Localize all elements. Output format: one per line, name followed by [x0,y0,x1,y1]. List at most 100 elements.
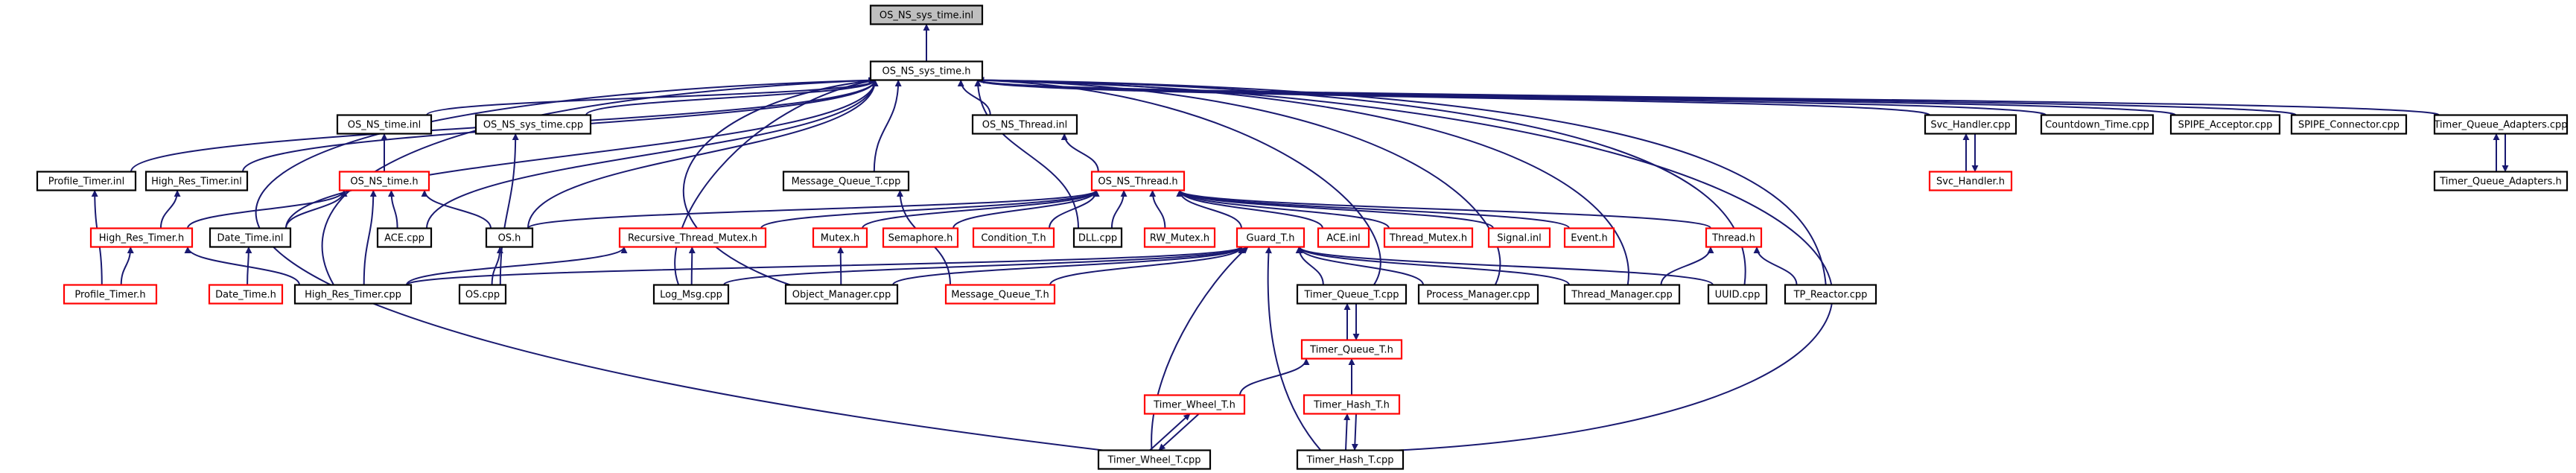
edge-message_queue_t_h-to-guard_t_h [1049,247,1245,285]
node-os-ns-time-h[interactable]: OS_NS_time.h [338,171,430,191]
node-box [458,284,507,305]
node-tp-reactor-cpp[interactable]: TP_Reactor.cpp [1784,284,1877,305]
edge-log_msg_cpp-to-guard_t_h [723,246,1245,286]
edge-os_cpp-to-os_ns_sys_time_cpp [499,133,519,285]
node-signal-inl[interactable]: Signal.inl [1487,227,1551,248]
edge-timer_hash_t_cpp-to-os_ns_sys_time_h [977,77,1834,451]
node-box [1097,449,1212,470]
node-box [2433,114,2569,135]
node-label: Timer_Wheel_T.cpp [1107,455,1200,466]
node-profile-timer-h[interactable]: Profile_Timer.h [63,284,158,305]
node-os-ns-thread-inl[interactable]: OS_NS_Thread.inl [971,114,1078,135]
node-box [1417,284,1539,305]
node-svc-handler-h[interactable]: Svc_Handler.h [1928,171,2013,191]
node-label: OS.cpp [465,290,500,301]
node-box [972,227,1055,248]
node-label: High_Res_Timer.cpp [305,290,401,301]
node-log-msg-cpp[interactable]: Log_Msg.cpp [652,284,730,305]
node-dll-cpp[interactable]: DLL.cpp [1072,227,1123,248]
edge-profile_timer_h-to-high_res_timer_h [120,247,134,285]
node-label: Semaphore.h [888,233,953,244]
node-message-queue-t-cpp[interactable]: Message_Queue_T.cpp [782,171,910,191]
edge-date_time_inl-to-os_ns_time_h [285,190,348,229]
node-label: SPIPE_Acceptor.cpp [2178,120,2273,131]
node-os-ns-sys-time-inl[interactable]: OS_NS_sys_time.inl [869,4,984,25]
node-os-ns-time-inl[interactable]: OS_NS_time.inl [336,114,433,135]
node-box [944,284,1056,305]
node-uuid-cpp[interactable]: UUID.cpp [1707,284,1768,305]
node-box [784,284,899,305]
node-label: OS_NS_time.h [350,177,418,188]
node-profile-timer-inl[interactable]: Profile_Timer.inl [36,171,137,191]
node-spipe-connector-cpp[interactable]: SPIPE_Connector.cpp [2290,114,2408,135]
node-os-ns-thread-h[interactable]: OS_NS_Thread.h [1090,171,1186,191]
node-label: OS.h [498,233,521,244]
node-label: OS_NS_Thread.inl [982,120,1068,131]
node-spipe-acceptor-cpp[interactable]: SPIPE_Acceptor.cpp [2169,114,2281,135]
edge-timer_queue_t_cpp-to-os_ns_sys_time_h [977,77,1381,286]
node-label: UUID.cpp [1715,290,1761,301]
node-os-ns-sys-time-cpp[interactable]: OS_NS_sys_time.cpp [474,114,592,135]
node-timer-queue-t-h[interactable]: Timer_Queue_T.h [1300,339,1403,360]
edge-mutex_h-to-os_ns_thread_h [862,190,1100,229]
node-date-time-inl[interactable]: Date_Time.inl [209,227,292,248]
node-process-manager-cpp[interactable]: Process_Manager.cpp [1417,284,1539,305]
node-message-queue-t-h[interactable]: Message_Queue_T.h [944,284,1056,305]
node-box [652,284,730,305]
node-object-manager-cpp[interactable]: Object_Manager.cpp [784,284,899,305]
node-os-ns-sys-time-h[interactable]: OS_NS_sys_time.h [869,60,984,81]
node-timer-queue-adapters-cpp[interactable]: Timer_Queue_Adapters.cpp [2433,114,2569,135]
node-recursive-thread-mutex-h[interactable]: Recursive_Thread_Mutex.h [618,227,767,248]
node-rw-mutex-h[interactable]: RW_Mutex.h [1143,227,1216,248]
node-svc-handler-cpp[interactable]: Svc_Handler.cpp [1924,114,2017,135]
node-box [1924,114,2017,135]
node-os-cpp[interactable]: OS.cpp [458,284,507,305]
node-thread-mutex-h[interactable]: Thread_Mutex.h [1383,227,1474,248]
node-timer-hash-t-h[interactable]: Timer_Hash_T.h [1303,394,1401,415]
node-label: Timer_Queue_Adapters.cpp [2434,120,2568,131]
node-high-res-timer-cpp[interactable]: High_Res_Timer.cpp [293,284,413,305]
node-box [1300,339,1403,360]
node-guard-t-h[interactable]: Guard_T.h [1235,227,1306,248]
edge-high_res_timer_cpp-to-os_ns_time_h [363,190,377,285]
node-high-res-timer-h[interactable]: High_Res_Timer.h [89,227,194,248]
node-os-h[interactable]: OS.h [485,227,534,248]
node-event-h[interactable]: Event.h [1563,227,1615,248]
node-condition-t-h[interactable]: Condition_T.h [972,227,1055,248]
node-label: High_Res_Timer.inl [151,177,242,188]
node-box [1784,284,1877,305]
node-countdown-time-cpp[interactable]: Countdown_Time.cpp [2040,114,2154,135]
edge-ace_cpp-to-os_ns_sys_time_h [426,80,879,229]
node-ace-inl[interactable]: ACE.inl [1317,227,1370,248]
node-label: Mutex.h [821,233,859,244]
node-box [971,114,1078,135]
node-timer-queue-t-cpp[interactable]: Timer_Queue_T.cpp [1296,284,1408,305]
node-box [1143,227,1216,248]
edge-process_manager_cpp-to-guard_t_h [1296,247,1424,285]
node-box [208,284,284,305]
node-timer-queue-adapters-h[interactable]: Timer_Queue_Adapters.h [2433,171,2569,191]
node-box [869,60,984,81]
node-ace-cpp[interactable]: ACE.cpp [376,227,433,248]
node-thread-h[interactable]: Thread.h [1705,227,1763,248]
edge-object_manager_cpp-to-guard_t_h [892,246,1245,286]
node-timer-wheel-t-cpp[interactable]: Timer_Wheel_T.cpp [1097,449,1212,470]
node-date-time-h[interactable]: Date_Time.h [208,284,284,305]
edge-layer [91,24,2509,451]
node-thread-manager-cpp[interactable]: Thread_Manager.cpp [1563,284,1681,305]
node-box [2290,114,2408,135]
node-label: OS_NS_sys_time.cpp [483,120,583,131]
node-semaphore-h[interactable]: Semaphore.h [882,227,959,248]
edge-thread_h-to-os_ns_thread_h [1176,189,1711,229]
edge-os_cpp-to-os_h [491,247,503,285]
node-label: Message_Queue_T.cpp [792,177,901,188]
node-label: Profile_Timer.inl [48,177,124,188]
node-box [2169,114,2281,135]
node-high-res-timer-inl[interactable]: High_Res_Timer.inl [144,171,249,191]
node-label: Message_Queue_T.h [951,290,1049,301]
node-label: Signal.inl [1497,233,1542,244]
node-label: Thread_Manager.cpp [1571,290,1673,301]
node-timer-wheel-t-h[interactable]: Timer_Wheel_T.h [1143,394,1246,415]
node-timer-hash-t-cpp[interactable]: Timer_Hash_T.cpp [1296,449,1405,470]
node-mutex-h[interactable]: Mutex.h [812,227,868,248]
